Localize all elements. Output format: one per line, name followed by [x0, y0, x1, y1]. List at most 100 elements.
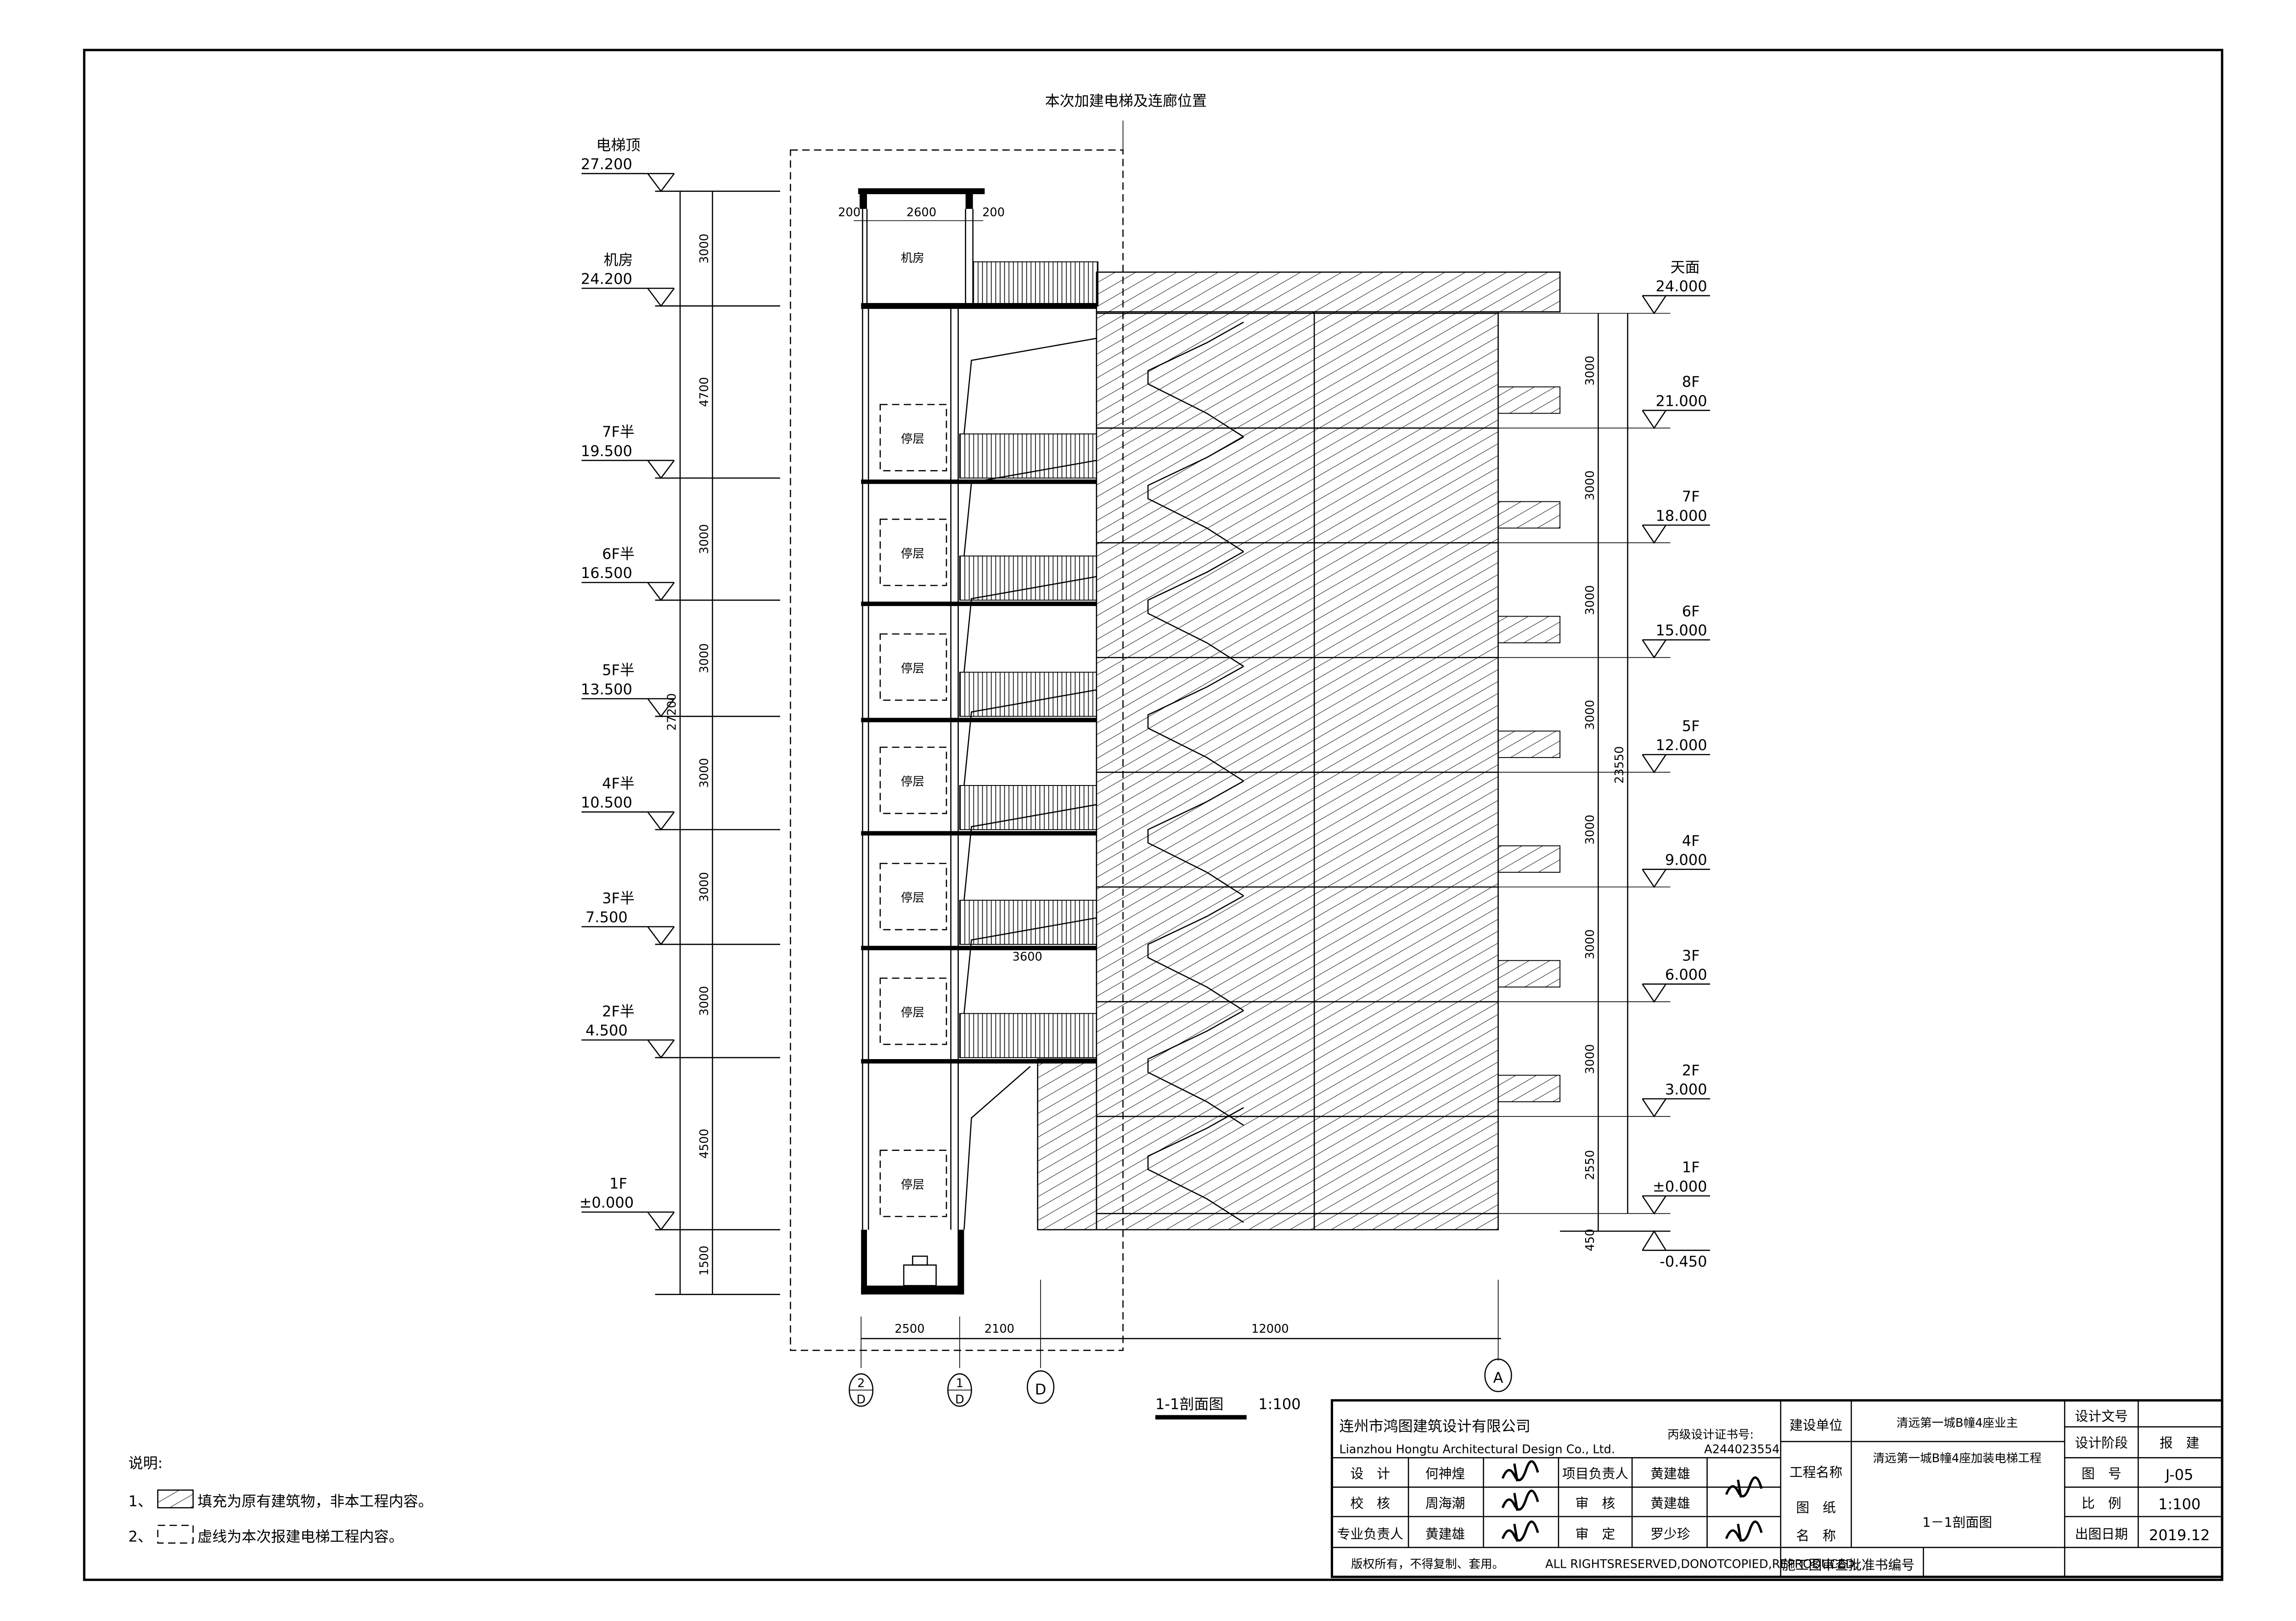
person-name: 黄建雄: [1425, 1526, 1465, 1542]
level-name: 1F: [609, 1175, 627, 1192]
svg-text:A244023554: A244023554: [1704, 1443, 1779, 1457]
stop-label: 停层: [901, 432, 924, 446]
level-marker: 2F半 4.500: [581, 1003, 780, 1059]
person-name: 罗少珍: [1650, 1526, 1690, 1542]
level-name: 电梯顶: [596, 136, 640, 154]
floor-height-dim: 3000: [698, 758, 711, 788]
svg-text:2019.12: 2019.12: [2149, 1526, 2210, 1544]
floor-height-dim: 3000: [1583, 1044, 1597, 1074]
level-name: 4F半: [602, 774, 635, 792]
machine-room-label: 机房: [901, 251, 924, 265]
total-height-dim: 27200: [665, 693, 679, 731]
section-scale: 1:100: [1258, 1396, 1300, 1413]
hatch-legend-icon: [157, 1489, 194, 1509]
role-label: 专业负责人: [1337, 1526, 1403, 1542]
shaft-dim-left: 200: [838, 206, 861, 219]
dim-2100: 2100: [985, 1322, 1014, 1336]
level-elevation: 24.200: [581, 270, 632, 287]
level-elevation: ±0.000: [1653, 1178, 1707, 1195]
floor-height-dim: 3000: [1583, 471, 1597, 500]
svg-text:2: 2: [857, 1377, 865, 1391]
floor-height-dim: 3000: [698, 234, 711, 264]
person-name: 黄建雄: [1650, 1495, 1690, 1511]
level-name: 7F半: [602, 423, 635, 441]
level-name: 5F: [1682, 717, 1700, 735]
svg-text:图 号: 图 号: [2082, 1466, 2122, 1481]
level-elevation: 4.500: [585, 1022, 628, 1039]
level-elevation: 9.000: [1665, 851, 1707, 869]
corridor-railing: [959, 1013, 1097, 1058]
floor-height-dim: 3000: [1583, 356, 1597, 386]
stop-floor-box: [879, 1150, 947, 1217]
person-name: 周海潮: [1425, 1495, 1465, 1511]
axis-D: D: [1026, 1370, 1055, 1404]
floor-height-dim: 4500: [698, 1129, 711, 1159]
role-label: 校 核: [1351, 1495, 1390, 1511]
role-label: 审 核: [1576, 1495, 1615, 1511]
svg-text:J-05: J-05: [2165, 1466, 2194, 1483]
corridor-railing: [959, 785, 1097, 830]
level-name: 4F: [1682, 832, 1700, 849]
level-name: 1F: [1682, 1159, 1700, 1176]
level-name: 2F半: [602, 1003, 635, 1020]
svg-text:ALL RIGHTSRESERVED,DONOTCOPIED: ALL RIGHTSRESERVED,DONOTCOPIED,REPRODUCE…: [1545, 1558, 1858, 1571]
stop-label: 停层: [901, 1006, 924, 1020]
svg-text:设计阶段: 设计阶段: [2075, 1435, 2128, 1451]
svg-text:施工图审查批准书编号: 施工图审查批准书编号: [1782, 1557, 1914, 1573]
svg-text:连州市鸿图建筑设计有限公司: 连州市鸿图建筑设计有限公司: [1339, 1418, 1531, 1435]
level-elevation: 15.000: [1656, 622, 1707, 639]
svg-text:设计文号: 设计文号: [2075, 1408, 2128, 1424]
svg-text:A: A: [1493, 1369, 1503, 1386]
svg-text:D: D: [955, 1393, 964, 1407]
svg-text:版权所有，不得复制、套用。: 版权所有，不得复制、套用。: [1351, 1558, 1504, 1571]
level-marker: 1F±0.000: [580, 1175, 780, 1231]
corridor-railing: [959, 672, 1097, 717]
svg-text:D: D: [856, 1393, 866, 1407]
svg-text:2、: 2、: [129, 1528, 152, 1545]
shaft-dim-right: 200: [982, 206, 1005, 219]
stop-floor-box: [879, 404, 947, 471]
corridor-dim: 3600: [1013, 950, 1042, 964]
level-name: 5F半: [602, 662, 635, 679]
level-name: 6F半: [602, 545, 635, 563]
svg-text:比 例: 比 例: [2082, 1495, 2122, 1511]
level-name: 3F半: [602, 889, 635, 907]
corridor-railing: [959, 433, 1097, 479]
sheet-border: [83, 49, 2223, 1581]
level-elevation: 27.200: [581, 155, 632, 173]
level-marker: 1F ±0.000: [1498, 1159, 1710, 1215]
floor-height-dim: 450: [1583, 1229, 1597, 1251]
section-title: 1-1剖面图: [1155, 1396, 1223, 1413]
svg-text:清远第一城B幢4座业主: 清远第一城B幢4座业主: [1896, 1416, 2018, 1430]
floor-height-dim: 3000: [1583, 929, 1597, 959]
dim-12000: 12000: [1251, 1322, 1289, 1336]
existing-building: [1037, 271, 1561, 1230]
level-elevation: 3.000: [1665, 1081, 1707, 1098]
level-marker: 2F3.000: [1498, 1061, 1710, 1118]
left-level-markers: 电梯顶27.200机房24.2007F半19.5006F半16.5005F半13…: [580, 136, 780, 1295]
svg-text:名 称: 名 称: [1796, 1528, 1836, 1543]
stop-label: 停层: [901, 662, 924, 675]
floor-height-dim: 3000: [1583, 585, 1597, 615]
svg-text:报 建: 报 建: [2160, 1435, 2200, 1451]
signature: [1501, 1489, 1539, 1511]
top-note: 本次加建电梯及连廊位置: [1045, 92, 1207, 110]
svg-text:工程名称: 工程名称: [1790, 1464, 1842, 1480]
floor-height-dim: 3000: [698, 524, 711, 554]
level-marker: 4F 9.000: [1498, 832, 1710, 888]
svg-text:1:100: 1:100: [2158, 1495, 2200, 1513]
bottom-dimensions: 2500 2100 12000 2 D 1 D D A: [849, 1279, 1512, 1407]
level-name: 3F: [1682, 947, 1700, 964]
level-name: 6F: [1682, 603, 1700, 620]
role-label: 项目负责人: [1562, 1466, 1628, 1481]
title-block: 连州市鸿图建筑设计有限公司 Lianzhou Hongtu Architectu…: [1330, 1399, 2223, 1578]
floor-height-dim: 3000: [1583, 815, 1597, 845]
svg-text:Lianzhou Hongtu Architectural: Lianzhou Hongtu Architectural Design Co.…: [1339, 1443, 1615, 1457]
stop-label: 停层: [901, 891, 924, 905]
right-level-markers: 天面24.0008F21.0007F18.0006F15.0005F12.000…: [1498, 258, 1710, 1270]
